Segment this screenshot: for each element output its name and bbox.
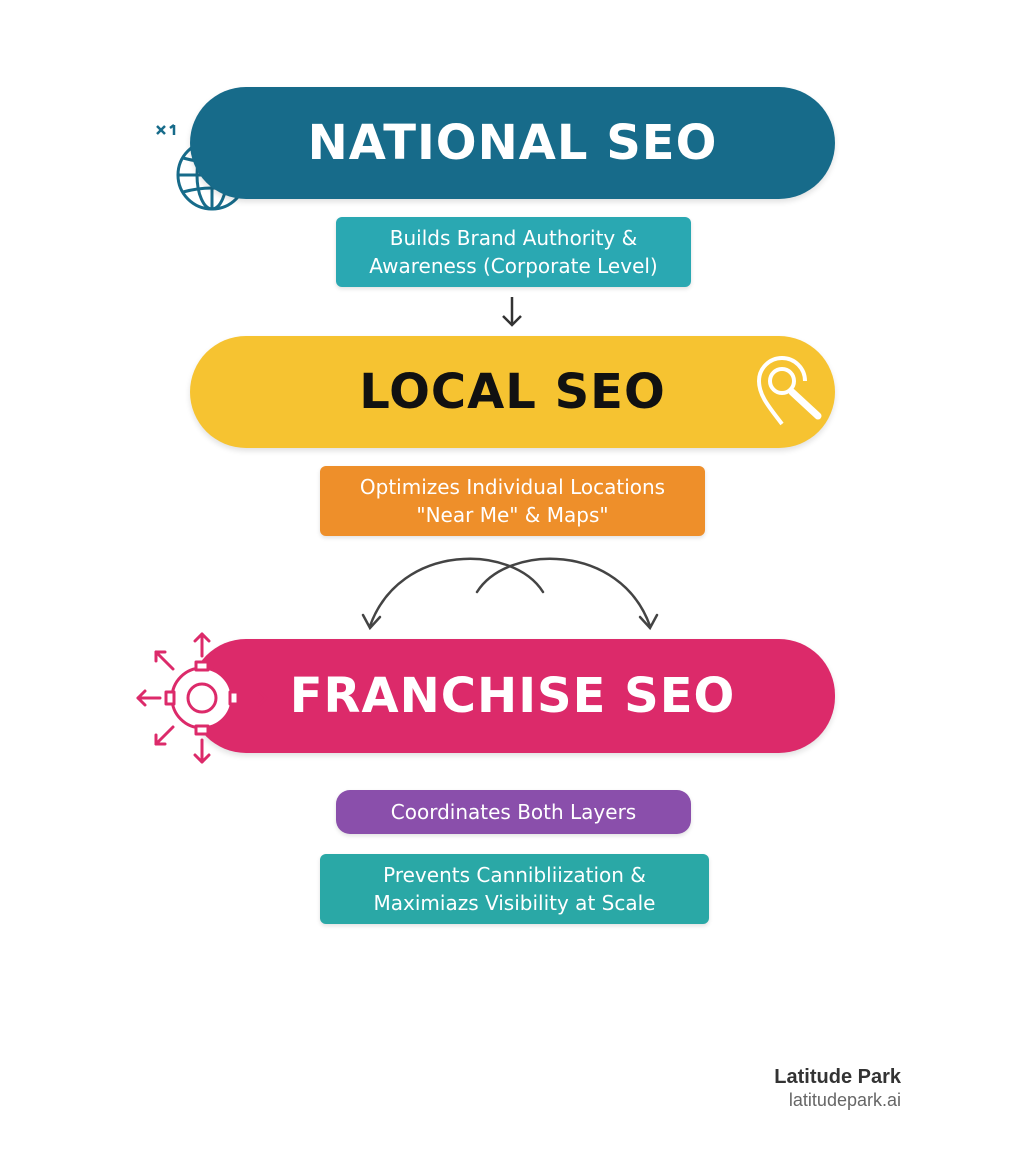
franchise-seo-description: Prevents Cannibliization & Maximiazs Vis… (320, 854, 709, 924)
description-line: "Near Me" & Maps" (416, 503, 609, 527)
franchise-seo-title: FRANCHISE SEO (289, 668, 736, 724)
description-line: Optimizes Individual Locations (359, 475, 666, 499)
gear-arrows-icon (136, 632, 268, 764)
down-arrow-icon (502, 297, 522, 327)
brand-url: latitudepark.ai (788, 1090, 901, 1110)
description-line: Coordinates Both Layers (390, 800, 637, 824)
franchise-seo-pill: FRANCHISE SEO (190, 639, 835, 753)
description-line: Awareness (Corporate Level) (369, 254, 658, 278)
national-seo-title: NATIONAL SEO (307, 115, 718, 171)
description-line: Prevents Cannibliization & (383, 863, 646, 887)
local-seo-title: LOCAL SEO (359, 364, 666, 420)
national-seo-description: Builds Brand Authority & Awareness (Corp… (336, 217, 691, 287)
map-pin-search-icon (756, 356, 822, 426)
brand-name: Latitude Park (774, 1066, 901, 1088)
crossing-arrows-icon (361, 557, 659, 631)
local-seo-pill: LOCAL SEO (190, 336, 835, 448)
franchise-seo-coordination: Coordinates Both Layers (336, 790, 691, 834)
local-seo-description: Optimizes Individual Locations "Near Me"… (320, 466, 705, 536)
national-seo-pill: NATIONAL SEO (190, 87, 835, 199)
description-line: Builds Brand Authority & (389, 226, 638, 250)
description-line: Maximiazs Visibility at Scale (373, 891, 656, 915)
